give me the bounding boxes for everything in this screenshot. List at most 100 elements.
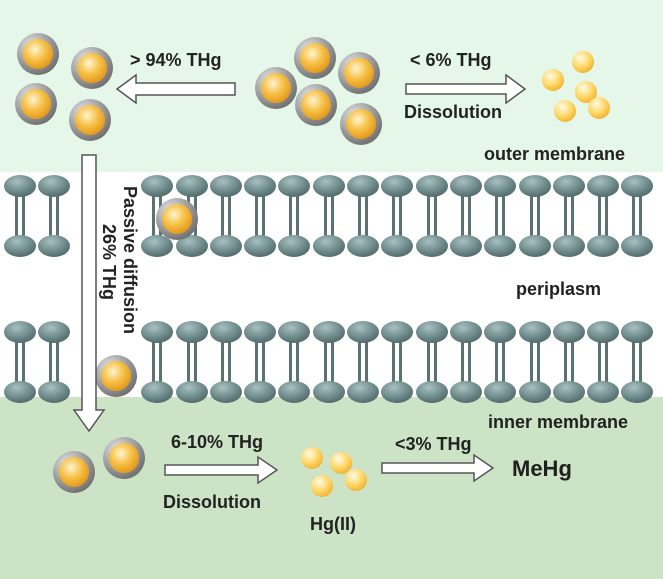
lipid-head — [38, 381, 70, 403]
lipid — [278, 175, 310, 257]
lipid-tail — [399, 192, 402, 240]
lipid-head — [484, 321, 516, 343]
lipid-head — [4, 235, 36, 257]
lipid — [244, 175, 276, 257]
lipid-head — [621, 381, 653, 403]
lipid-tail — [296, 192, 299, 240]
lipid-head — [176, 235, 208, 257]
lipid-tail — [358, 192, 361, 240]
lipid-head — [210, 175, 242, 197]
lipid-head — [176, 381, 208, 403]
lipid-head — [210, 381, 242, 403]
lipid-tail — [221, 338, 224, 386]
lipid-head — [519, 381, 551, 403]
lipid-head — [519, 235, 551, 257]
lipid-tail — [262, 192, 265, 240]
particle-core — [346, 109, 376, 139]
hg-particle — [294, 37, 336, 79]
label-94-percent: > 94% THg — [130, 50, 222, 70]
particle-core — [77, 53, 107, 83]
lipid-head — [416, 175, 448, 197]
label-3-percent: <3% THg — [395, 434, 472, 454]
particle-core — [59, 457, 89, 487]
lipid-head — [587, 235, 619, 257]
lipid — [38, 321, 70, 403]
hg-particles — [15, 33, 382, 493]
hg-particle — [95, 355, 137, 397]
lipid-tail — [324, 192, 327, 240]
lipid-tail — [187, 338, 190, 386]
lipid-head — [519, 321, 551, 343]
lipid — [553, 321, 585, 403]
lipid — [4, 321, 36, 403]
particle-core — [300, 43, 330, 73]
lipid — [313, 321, 345, 403]
lipid — [4, 175, 36, 257]
arrow-right-dissolution-bottom — [164, 455, 279, 485]
lipid — [347, 175, 379, 257]
label-6-10-percent: 6-10% THg — [171, 432, 264, 452]
lipid-tail — [461, 192, 464, 240]
label-26-percent: 26% THg — [99, 224, 119, 301]
lipid-tail — [537, 192, 540, 240]
lipid-head — [244, 381, 276, 403]
lipid-head — [244, 321, 276, 343]
lipid-tail — [468, 192, 471, 240]
lipid-head — [587, 175, 619, 197]
hg-particle — [15, 83, 57, 125]
lipid-head — [381, 235, 413, 257]
lipid-head — [313, 381, 345, 403]
particle-core — [344, 58, 374, 88]
lipid-head — [141, 381, 173, 403]
lipid-tail — [434, 338, 437, 386]
lipid-head — [587, 321, 619, 343]
lipid-tail — [255, 192, 258, 240]
lipid-head — [210, 235, 242, 257]
lipid — [621, 175, 653, 257]
lipid-tail — [22, 338, 25, 386]
lipid-tail — [639, 192, 642, 240]
lipid-head — [4, 321, 36, 343]
particle-core — [261, 73, 291, 103]
lipid-head — [278, 235, 310, 257]
lipid-tail — [632, 192, 635, 240]
lipid-tail — [194, 338, 197, 386]
label-6-percent: < 6% THg — [410, 50, 492, 70]
lipid-tail — [639, 338, 642, 386]
lipid-tail — [427, 192, 430, 240]
hg-ion — [554, 100, 576, 122]
lipid-tail — [605, 338, 608, 386]
lipid-tail — [564, 338, 567, 386]
hg-particle — [338, 52, 380, 94]
lipid-head — [141, 321, 173, 343]
lipid-head — [381, 175, 413, 197]
lipid — [278, 321, 310, 403]
lipid — [587, 175, 619, 257]
lipid-head — [450, 381, 482, 403]
lipid-head — [553, 381, 585, 403]
lipid-tail — [228, 338, 231, 386]
lipid — [484, 321, 516, 403]
lipid-tail — [262, 338, 265, 386]
particle-core — [301, 90, 331, 120]
lipid-head — [38, 321, 70, 343]
label-dissolution-top: Dissolution — [404, 102, 502, 122]
lipid-tail — [537, 338, 540, 386]
lipid — [141, 321, 173, 403]
lipid-head — [416, 321, 448, 343]
lipid — [519, 321, 551, 403]
lipid-head — [313, 235, 345, 257]
lipid-head — [347, 235, 379, 257]
lipid-head — [210, 321, 242, 343]
lipid-tail — [434, 192, 437, 240]
lipid-head — [621, 175, 653, 197]
lipid-head — [381, 381, 413, 403]
lipid-tail — [427, 338, 430, 386]
lipid-tail — [22, 192, 25, 240]
lipid — [347, 321, 379, 403]
lipid-tail — [571, 192, 574, 240]
inner-membrane-bilayer — [4, 321, 653, 403]
lipid-head — [381, 321, 413, 343]
label-passive-diffusion: Passive diffusion — [120, 186, 140, 335]
hg-ion — [572, 51, 594, 73]
